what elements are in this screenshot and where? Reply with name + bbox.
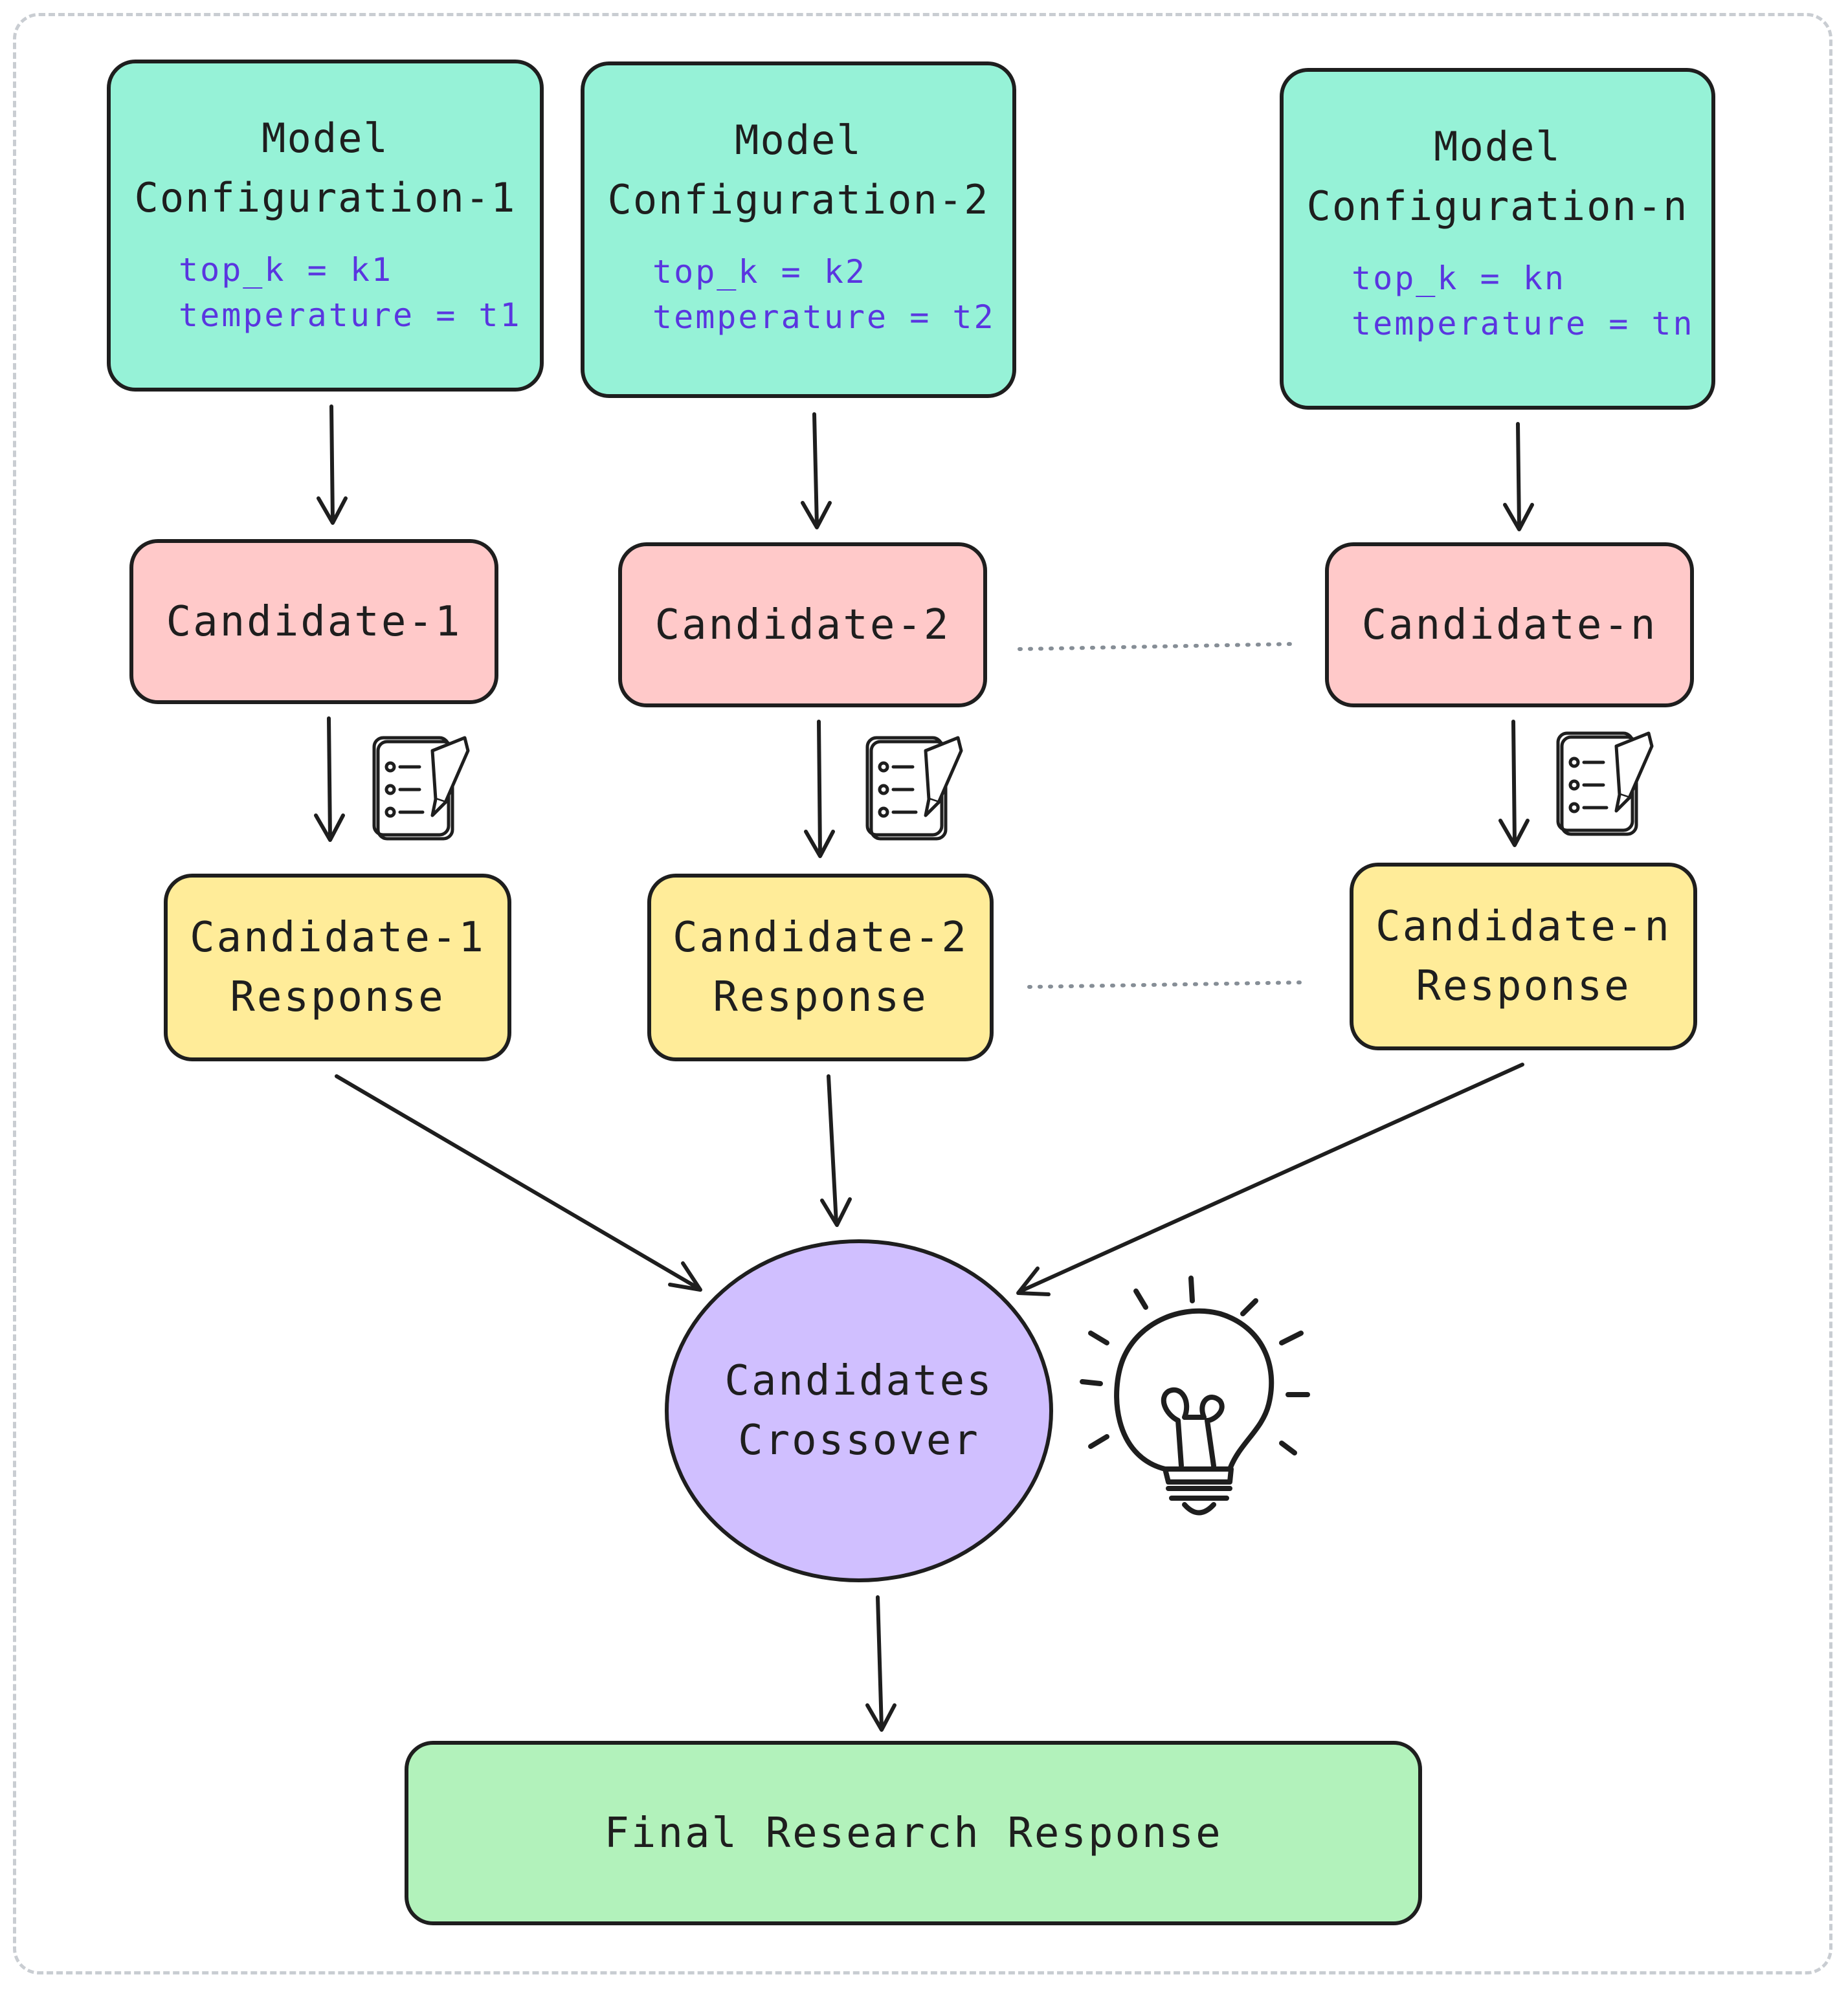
config-params: top_k = kn temperature = tn (1352, 256, 1695, 346)
ellipsis-separator-responses (1027, 980, 1306, 989)
temperature-param: temperature = t2 (652, 298, 996, 336)
candidates-crossover: Candidates Crossover (665, 1239, 1053, 1582)
arrow-confign-candidaten (1503, 422, 1534, 531)
response-line2: Response (713, 973, 928, 1021)
config-title-line1: Model (1434, 123, 1561, 170)
top-k-param: top_k = kn (1352, 260, 1566, 297)
arrow-response2-crossover (820, 1074, 852, 1227)
candidate-n: Candidate-n (1325, 542, 1694, 707)
config-title-line2: Configuration-1 (134, 174, 517, 221)
response-line2: Response (1416, 962, 1631, 1010)
final-label: Final Research Response (604, 1809, 1223, 1857)
response-line2: Response (230, 973, 445, 1021)
arrow-candidate2-response2 (804, 720, 835, 858)
arrow-crossover-final (865, 1595, 896, 1732)
top-k-param: top_k = k2 (652, 253, 867, 291)
candidate-2-response: Candidate-2 Response (647, 874, 994, 1061)
checklist-edit-icon (1556, 731, 1654, 836)
checklist-edit-icon (865, 736, 963, 841)
response-line1: Candidate-n (1375, 903, 1671, 951)
top-k-param: top_k = k1 (179, 251, 394, 289)
candidate-n-response: Candidate-n Response (1350, 863, 1697, 1050)
response-line1: Candidate-1 (190, 914, 485, 962)
config-title-line1: Model (735, 116, 862, 164)
arrow-responsen-crossover (1016, 1063, 1524, 1296)
model-config-1: Model Configuration-1 top_k = k1 tempera… (107, 60, 544, 392)
diagram-frame (13, 13, 1832, 1974)
temperature-param: temperature = tn (1352, 305, 1695, 342)
model-config-2: Model Configuration-2 top_k = k2 tempera… (581, 61, 1016, 398)
arrow-config2-candidate2 (801, 412, 832, 529)
candidate-label: Candidate-2 (654, 601, 951, 649)
candidate-label: Candidate-1 (166, 597, 462, 646)
arrow-candidate1-response1 (314, 716, 345, 842)
config-title-line2: Configuration-n (1306, 182, 1689, 230)
crossover-line1: Candidates (724, 1357, 994, 1405)
arrow-response1-crossover (335, 1074, 702, 1292)
candidate-1-response: Candidate-1 Response (164, 874, 511, 1061)
ellipsis-separator-candidates (1018, 642, 1297, 651)
candidate-label: Candidate-n (1361, 601, 1658, 649)
candidate-2: Candidate-2 (618, 542, 987, 707)
final-research-response: Final Research Response (405, 1741, 1422, 1925)
config-params: top_k = k1 temperature = t1 (179, 247, 522, 338)
response-line1: Candidate-2 (673, 914, 968, 962)
candidate-1: Candidate-1 (129, 539, 498, 704)
config-title-line2: Configuration-2 (607, 176, 990, 223)
model-config-n: Model Configuration-n top_k = kn tempera… (1280, 68, 1715, 410)
temperature-param: temperature = t1 (179, 296, 522, 334)
arrow-config1-candidate1 (317, 404, 348, 525)
config-title-line1: Model (262, 115, 389, 162)
arrow-candidaten-responsen (1498, 720, 1530, 847)
config-params: top_k = k2 temperature = t2 (652, 249, 996, 340)
crossover-line2: Crossover (738, 1417, 980, 1465)
lightbulb-icon (1080, 1276, 1310, 1516)
checklist-edit-icon (372, 736, 470, 841)
